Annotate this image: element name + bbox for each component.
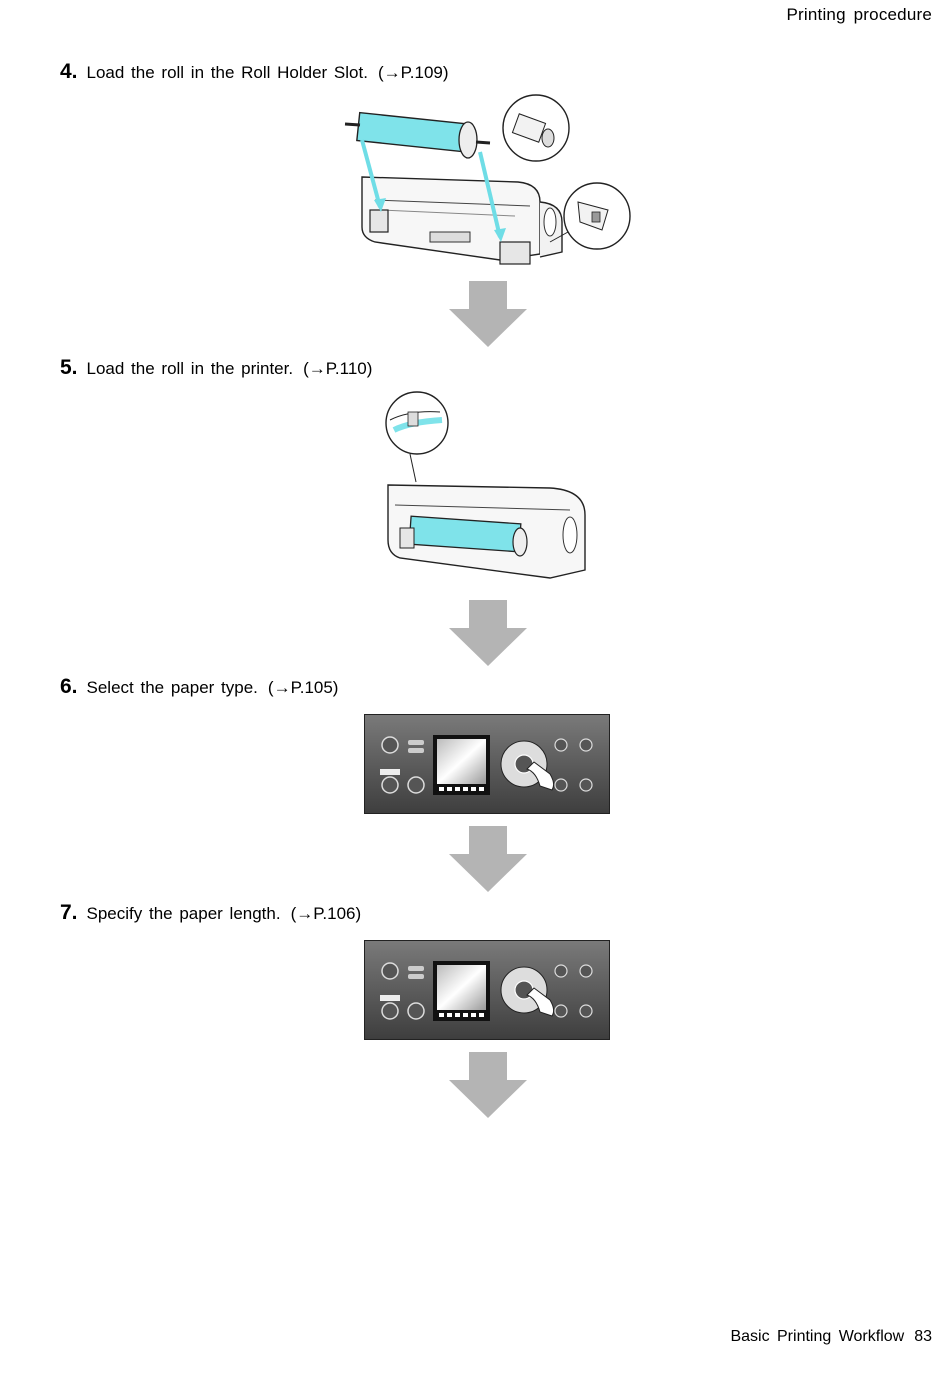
step-number: 4. [60, 60, 78, 83]
flow-arrow-down-icon [449, 281, 527, 347]
page-reference-link[interactable]: (→P.105) [267, 678, 339, 697]
step-number: 7. [60, 901, 78, 924]
step-text: Load the roll in the Roll Holder Slot. [86, 63, 368, 82]
page-number: 83 [914, 1328, 932, 1345]
step-text: Select the paper type. [86, 678, 258, 697]
step-7: 7. Specify the paper length. (→P.106) [60, 901, 361, 925]
flow-arrow-down-icon [449, 1052, 527, 1118]
control-panel-ok-button-illustration [364, 714, 610, 814]
step-number: 6. [60, 675, 78, 698]
step-text: Specify the paper length. [86, 904, 281, 923]
flow-arrow-down-icon [449, 600, 527, 666]
page-reference-link[interactable]: (→P.106) [290, 904, 362, 923]
printer-roll-loading-illustration [385, 391, 586, 579]
step-text: Load the roll in the printer. [86, 359, 294, 378]
flow-arrow-down-icon [449, 826, 527, 892]
page-footer: Basic Printing Workflow 83 [730, 1328, 932, 1346]
step-number: 5. [60, 356, 78, 379]
footer-section-title: Basic Printing Workflow [730, 1328, 905, 1345]
page-reference-link[interactable]: (→P.110) [303, 359, 373, 378]
roll-holder-slot-illustration [344, 94, 631, 265]
step-4: 4. Load the roll in the Roll Holder Slot… [60, 60, 449, 84]
page-header-title: Printing procedure [786, 5, 932, 24]
step-6: 6. Select the paper type. (→P.105) [60, 675, 338, 699]
step-5: 5. Load the roll in the printer. (→P.110… [60, 356, 372, 380]
page-reference-link[interactable]: (→P.109) [377, 63, 449, 82]
control-panel-ok-button-illustration [364, 940, 610, 1040]
